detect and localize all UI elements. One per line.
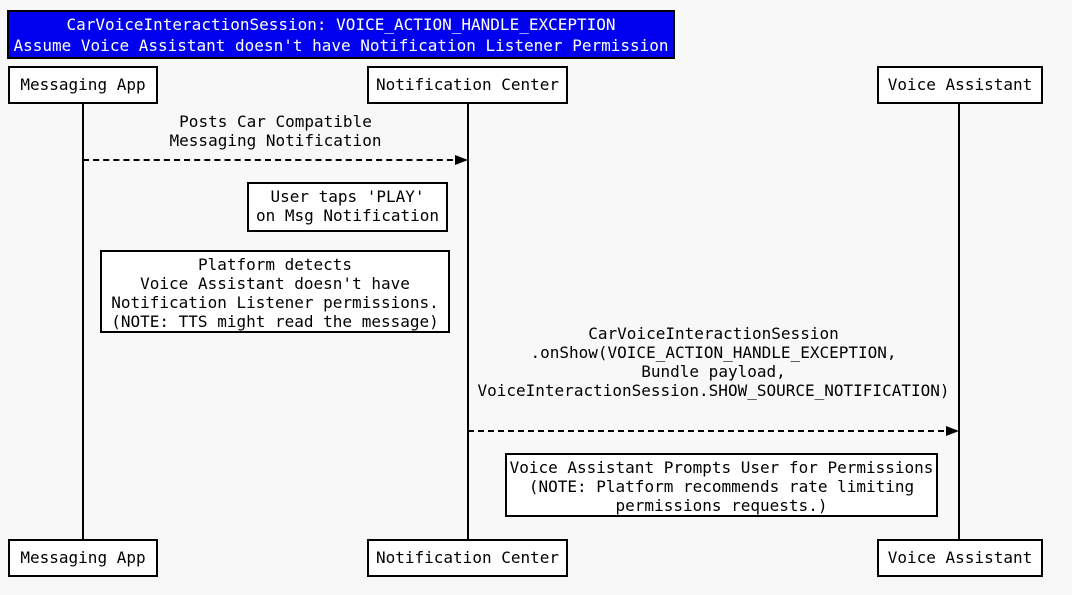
actor-label: Notification Center [375,548,560,567]
note-line: on Msg Notification [255,206,440,225]
actor-label: Voice Assistant [887,548,1033,567]
message-2-arrow-line [468,430,954,432]
message-2-arrowhead-icon [946,426,959,436]
note-line: permissions requests.) [615,496,828,515]
lifeline-messaging-app [82,104,84,539]
message-1-arrowhead-icon [455,155,468,165]
note-line: Notification Listener permissions. [111,293,439,312]
diagram-title-line: Assume Voice Assistant doesn't have Noti… [13,36,669,55]
note-platform-detects: Platform detects Voice Assistant doesn't… [100,250,450,333]
note-user-taps-play: User taps 'PLAY' on Msg Notification [247,182,448,232]
lifeline-notification-center [467,104,469,539]
message-line: .onShow(VOICE_ACTION_HANDLE_EXCEPTION, [530,343,897,362]
message-1-arrow-line [83,159,463,161]
actor-label: Messaging App [20,75,146,94]
diagram-title-line: CarVoiceInteractionSession: VOICE_ACTION… [66,15,616,34]
message-line: Bundle payload, [641,362,786,381]
note-line: Voice Assistant Prompts User for Permiss… [509,458,934,477]
actor-bottom-notification-center: Notification Center [367,539,568,577]
note-line: (NOTE: TTS might read the message) [111,312,439,331]
diagram-title-box: CarVoiceInteractionSession: VOICE_ACTION… [7,10,675,59]
message-1-label: Posts Car Compatible Messaging Notificat… [83,112,468,150]
message-line: VoiceInteractionSession.SHOW_SOURCE_NOTI… [477,381,950,400]
note-line: Voice Assistant doesn't have [140,274,410,293]
note-line: (NOTE: Platform recommends rate limiting [528,477,915,496]
message-2-label: CarVoiceInteractionSession .onShow(VOICE… [468,324,959,400]
actor-top-notification-center: Notification Center [367,66,568,104]
message-line: Posts Car Compatible [179,112,372,131]
actor-bottom-messaging-app: Messaging App [8,539,158,577]
actor-label: Messaging App [20,548,146,567]
message-line: CarVoiceInteractionSession [588,324,839,343]
note-voice-assistant-prompts: Voice Assistant Prompts User for Permiss… [505,453,938,517]
message-line: Messaging Notification [169,131,382,150]
actor-top-voice-assistant: Voice Assistant [877,66,1043,104]
actor-bottom-voice-assistant: Voice Assistant [877,539,1043,577]
note-line: Platform detects [197,255,353,274]
actor-label: Notification Center [375,75,560,94]
actor-label: Voice Assistant [887,75,1033,94]
lifeline-voice-assistant [958,104,960,539]
note-line: User taps 'PLAY' [270,187,425,206]
actor-top-messaging-app: Messaging App [8,66,158,104]
